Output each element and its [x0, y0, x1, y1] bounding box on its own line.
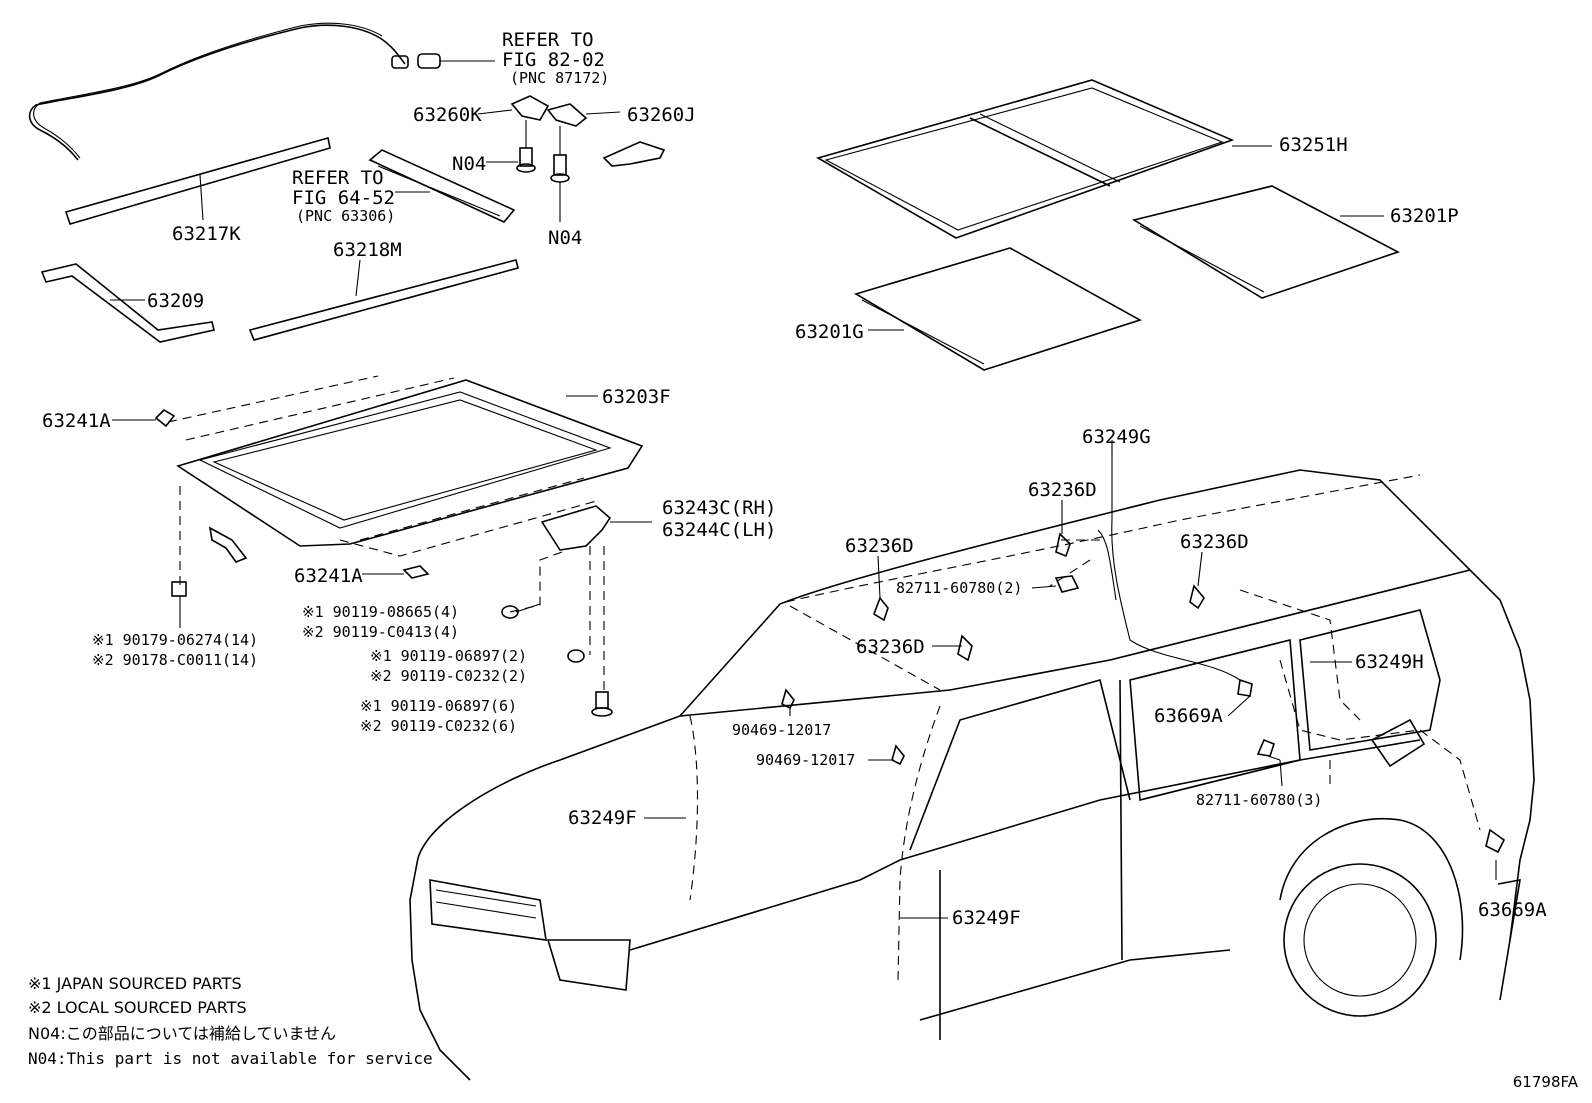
part-label-90469-b: 90469-12017 — [756, 751, 856, 769]
bolt-label-4-local: ※2 90178-C0011(14) — [92, 651, 259, 669]
note-n04-english: N04:This part is not available for servi… — [28, 1049, 433, 1068]
bolt-label-4-jp: ※1 90179-06274(14) — [92, 631, 259, 649]
note-n04-japanese: N04:この部品については補給していません — [28, 1024, 336, 1043]
refer-label-1b: FIG 82-02 — [502, 49, 605, 71]
part-label-n04-a: N04 — [452, 153, 487, 175]
part-label-63249H: 63249H — [1355, 651, 1424, 673]
part-label-63236D-d: 63236D — [856, 636, 925, 658]
refer-label-2b: FIG 64-52 — [292, 187, 395, 209]
part-label-63244C: 63244C(LH) — [662, 519, 777, 541]
part-label-63243C: 63243C(RH) — [662, 497, 777, 519]
leader-lines — [515, 440, 1497, 919]
bolt-label-3-jp: ※1 90119-06897(6) — [360, 697, 518, 715]
note-local-sourced: ※2 LOCAL SOURCED PARTS — [28, 998, 247, 1017]
part-label-n04-b: N04 — [548, 227, 583, 249]
part-label-63260J: 63260J — [627, 104, 696, 126]
sunroof-frame-63203F-part — [112, 375, 644, 628]
part-label-90469-a: 90469-12017 — [732, 721, 832, 739]
part-label-63203F: 63203F — [602, 386, 671, 408]
part-label-63236D-c: 63236D — [1180, 531, 1249, 553]
weatherstrip-63218M-part — [248, 259, 519, 341]
glass-63201G-part — [854, 247, 1143, 371]
bolt-label-2-local: ※2 90119-C0232(2) — [370, 667, 528, 685]
glass-frame-63251H-part — [815, 79, 1272, 239]
part-label-63260K: 63260K — [413, 104, 482, 126]
part-label-82711-b: 82711-60780(3) — [1196, 791, 1323, 809]
brackets-63260-part — [477, 95, 666, 222]
glass-63201P-part — [1131, 185, 1401, 299]
harness-wire-part — [28, 22, 495, 161]
part-label-82711-a: 82711-60780(2) — [896, 579, 1023, 597]
part-label-63669A-a: 63669A — [1154, 705, 1223, 727]
part-label-63249F-b: 63249F — [952, 907, 1021, 929]
part-label-63218M: 63218M — [333, 239, 402, 261]
refer-label-1c: (PNC 87172) — [510, 69, 610, 87]
part-label-63209: 63209 — [147, 290, 205, 312]
vehicle-outline-part — [409, 469, 1535, 1081]
part-label-63201G: 63201G — [795, 321, 864, 343]
part-label-63241A-b: 63241A — [294, 565, 363, 587]
part-label-63249G: 63249G — [1082, 426, 1151, 448]
part-label-63669A-b: 63669A — [1478, 899, 1547, 921]
part-label-63241A-a: 63241A — [42, 410, 111, 432]
strip-63306-part — [368, 149, 516, 223]
part-label-63236D-b: 63236D — [845, 535, 914, 557]
part-label-63249F-a: 63249F — [568, 807, 637, 829]
weatherstrip-63217K-part — [64, 136, 331, 225]
part-label-63201P: 63201P — [1390, 205, 1459, 227]
bolt-label-1-jp: ※1 90119-08665(4) — [302, 603, 460, 621]
seal-63209-part — [40, 263, 215, 343]
part-label-63217K: 63217K — [172, 223, 241, 245]
figure-code: 61798FA — [1512, 1073, 1578, 1091]
part-label-63251H: 63251H — [1279, 134, 1348, 156]
refer-label-2a: REFER TO — [292, 167, 384, 189]
bolt-label-2-jp: ※1 90119-06897(2) — [370, 647, 528, 665]
part-label-63236D-a: 63236D — [1028, 479, 1097, 501]
refer-label-2c: (PNC 63306) — [296, 207, 396, 225]
note-japan-sourced: ※1 JAPAN SOURCED PARTS — [28, 974, 242, 993]
refer-label-1a: REFER TO — [502, 29, 594, 51]
bolt-label-1-local: ※2 90119-C0413(4) — [302, 623, 460, 641]
bolt-label-3-local: ※2 90119-C0232(6) — [360, 717, 518, 735]
